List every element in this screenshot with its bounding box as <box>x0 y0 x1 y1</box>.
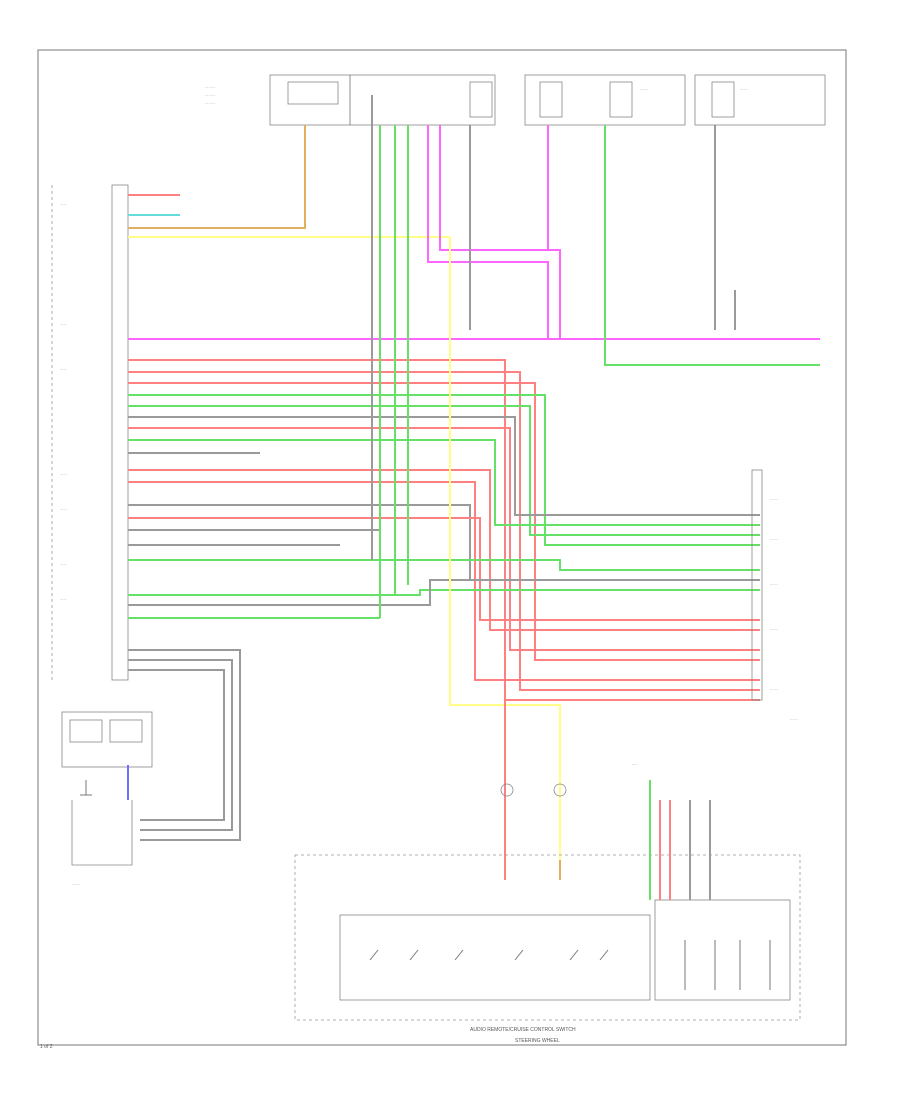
connector-box-4 <box>694 74 826 126</box>
wire-green-4 <box>128 559 760 571</box>
right-pin-label-6: ....... <box>790 716 798 721</box>
page-number: 1 of 2 <box>40 1044 53 1050</box>
lower-wire-2 <box>128 659 233 831</box>
right-switch-legs <box>684 940 771 990</box>
right-pin-label-2: ....... <box>770 536 778 541</box>
switch-contacts <box>369 949 609 961</box>
bottom-caption-2: STEERING WHEEL <box>515 1038 560 1044</box>
steering-switch-area: ..... <box>294 761 801 1021</box>
right-pin-label-5: ....... <box>770 686 778 691</box>
steering-dash-frame <box>294 854 801 1021</box>
ground-icon <box>80 780 92 796</box>
wire-orange <box>128 125 306 229</box>
vwire-magenta-2 <box>439 125 561 339</box>
lower-left-box <box>61 711 153 768</box>
wire-green-right <box>604 125 820 366</box>
vwire-magenta-1 <box>427 125 549 339</box>
connector-round-1 <box>500 783 514 797</box>
wire-red-7 <box>128 517 760 621</box>
ground-label: ..... <box>632 761 638 766</box>
wire-red-2 <box>128 371 760 691</box>
wire-green-3 <box>128 439 760 526</box>
wire-gray-6 <box>128 579 760 606</box>
pin-label-1: ...... <box>60 201 67 206</box>
top-note-3: ......... <box>205 100 215 105</box>
top-components: ......... ......... ......... ....... ..… <box>205 74 826 126</box>
wire-green-5 <box>128 589 760 596</box>
pin-label-4: ...... <box>60 471 67 476</box>
vertical-wires <box>371 95 736 880</box>
top-note-4: ....... <box>640 86 648 91</box>
fuse-c <box>539 81 563 118</box>
pin-label-2: ...... <box>60 321 67 326</box>
connector-box-3 <box>524 74 686 126</box>
top-note-5: ....... <box>740 86 748 91</box>
connector-block <box>111 184 129 681</box>
right-connector-block <box>751 469 763 701</box>
wire-gray-1 <box>128 416 760 516</box>
wire-red-5 <box>128 469 760 631</box>
pin-label-6: ...... <box>60 561 67 566</box>
wire-red-3 <box>128 382 760 661</box>
fuse-b <box>469 81 493 118</box>
fuse-e <box>711 81 735 118</box>
lower-box-outline <box>71 800 133 866</box>
connector-round-2 <box>553 783 567 797</box>
pin-label-7: ...... <box>60 596 67 601</box>
top-note-2: ......... <box>205 92 215 97</box>
right-pin-label-4: ....... <box>770 626 778 631</box>
horizontal-wires <box>128 125 820 701</box>
lower-wire-3 <box>128 669 225 821</box>
wire-gray-3 <box>128 504 760 581</box>
lower-left-sub-2 <box>109 719 143 743</box>
page-frame <box>37 49 847 1046</box>
wire-green-2 <box>128 405 760 536</box>
right-pin-label-3: ....... <box>770 581 778 586</box>
ground-symbols <box>80 780 92 796</box>
switch-box-right <box>654 899 791 1001</box>
wire-red-4 <box>128 427 760 651</box>
fuse-d <box>609 81 633 118</box>
switch-box-main <box>339 914 651 1001</box>
connector-box-2 <box>349 74 496 126</box>
bottom-caption: AUDIO REMOTE/CRUISE CONTROL SWITCH <box>470 1027 576 1033</box>
wire-green-1 <box>128 394 760 546</box>
audio-unit-connector: ...... ...... ...... ...... ...... .....… <box>51 184 129 681</box>
lower-left-component: ....... <box>61 649 241 886</box>
right-pin-label-1: ....... <box>770 496 778 501</box>
lower-wire-1 <box>128 649 241 841</box>
pin-label-5: ...... <box>60 506 67 511</box>
lower-left-sub-1 <box>69 719 103 743</box>
pin-label-3: ...... <box>60 366 67 371</box>
top-note-1: ......... <box>205 84 215 89</box>
fuse-a <box>287 81 339 105</box>
wire-red-1 <box>128 359 760 701</box>
right-connector: ....... ....... ....... ....... ....... … <box>751 469 798 721</box>
lower-left-label: ....... <box>72 881 80 886</box>
